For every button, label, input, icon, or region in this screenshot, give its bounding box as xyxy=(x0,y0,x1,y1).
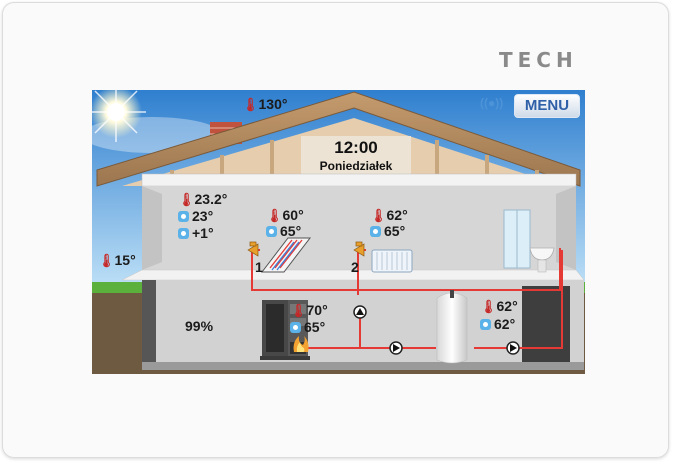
circuit2-number: 2 xyxy=(351,259,359,275)
thermometer-icon: 🌡 xyxy=(370,208,387,223)
underfloor-heating-icon xyxy=(260,237,312,273)
thermometer-icon: 🌡 xyxy=(98,253,115,268)
thermometer-icon: 🌡 xyxy=(178,192,195,207)
circuit2-current-temp: 🌡62° xyxy=(370,207,408,223)
pump-icon xyxy=(353,305,367,319)
radiator-icon xyxy=(371,249,413,273)
boiler-current-temp: 🌡70° xyxy=(290,302,328,318)
fuel-level: 99% xyxy=(185,318,214,334)
circuit1-current-temp: 🌡60° xyxy=(266,207,304,223)
pump-icon xyxy=(506,341,520,355)
flame-icon xyxy=(293,336,309,352)
room-preset-temp[interactable]: 23° xyxy=(178,208,213,224)
thermometer-icon: 🌡 xyxy=(266,208,283,223)
preset-icon xyxy=(370,226,381,237)
circuit2-preset-temp[interactable]: 65° xyxy=(370,223,405,239)
house-illustration xyxy=(92,90,585,374)
preset-icon xyxy=(178,228,189,239)
touch-screen: 🌡130° ((●)) MENU 12:00 Poniedziałek 🌡23.… xyxy=(92,90,585,374)
thermometer-icon: 🌡 xyxy=(290,303,307,318)
wifi-icon[interactable]: ((●)) xyxy=(480,96,504,110)
dhw-preset-temp[interactable]: 62° xyxy=(480,316,515,332)
dhw-current-temp: 🌡62° xyxy=(480,298,518,314)
chimney-temperature: 🌡130° xyxy=(242,96,288,112)
preset-icon xyxy=(178,211,189,222)
controller-device: TECH xyxy=(2,2,669,458)
circuit1-preset-temp[interactable]: 65° xyxy=(266,223,301,239)
water-tank-icon xyxy=(436,290,468,364)
thermometer-icon: 🌡 xyxy=(480,299,497,314)
room-correction[interactable]: +1° xyxy=(178,225,214,241)
preset-icon xyxy=(290,322,301,333)
circuit1-number: 1 xyxy=(255,259,263,275)
preset-icon xyxy=(480,319,491,330)
menu-button[interactable]: MENU xyxy=(514,94,580,118)
boiler-preset-temp[interactable]: 65° xyxy=(290,319,325,335)
sun-icon xyxy=(92,90,146,142)
brand-logo: TECH xyxy=(499,48,578,72)
room-current-temp: 🌡23.2° xyxy=(178,191,228,207)
clock-panel: 12:00 Poniedziałek xyxy=(301,138,411,174)
clock-day: Poniedziałek xyxy=(319,159,393,173)
thermometer-icon: 🌡 xyxy=(242,97,259,112)
pump-icon xyxy=(389,341,403,355)
preset-icon xyxy=(266,226,277,237)
clock-time: 12:00 xyxy=(334,138,378,157)
outdoor-temperature: 🌡15° xyxy=(98,252,136,268)
